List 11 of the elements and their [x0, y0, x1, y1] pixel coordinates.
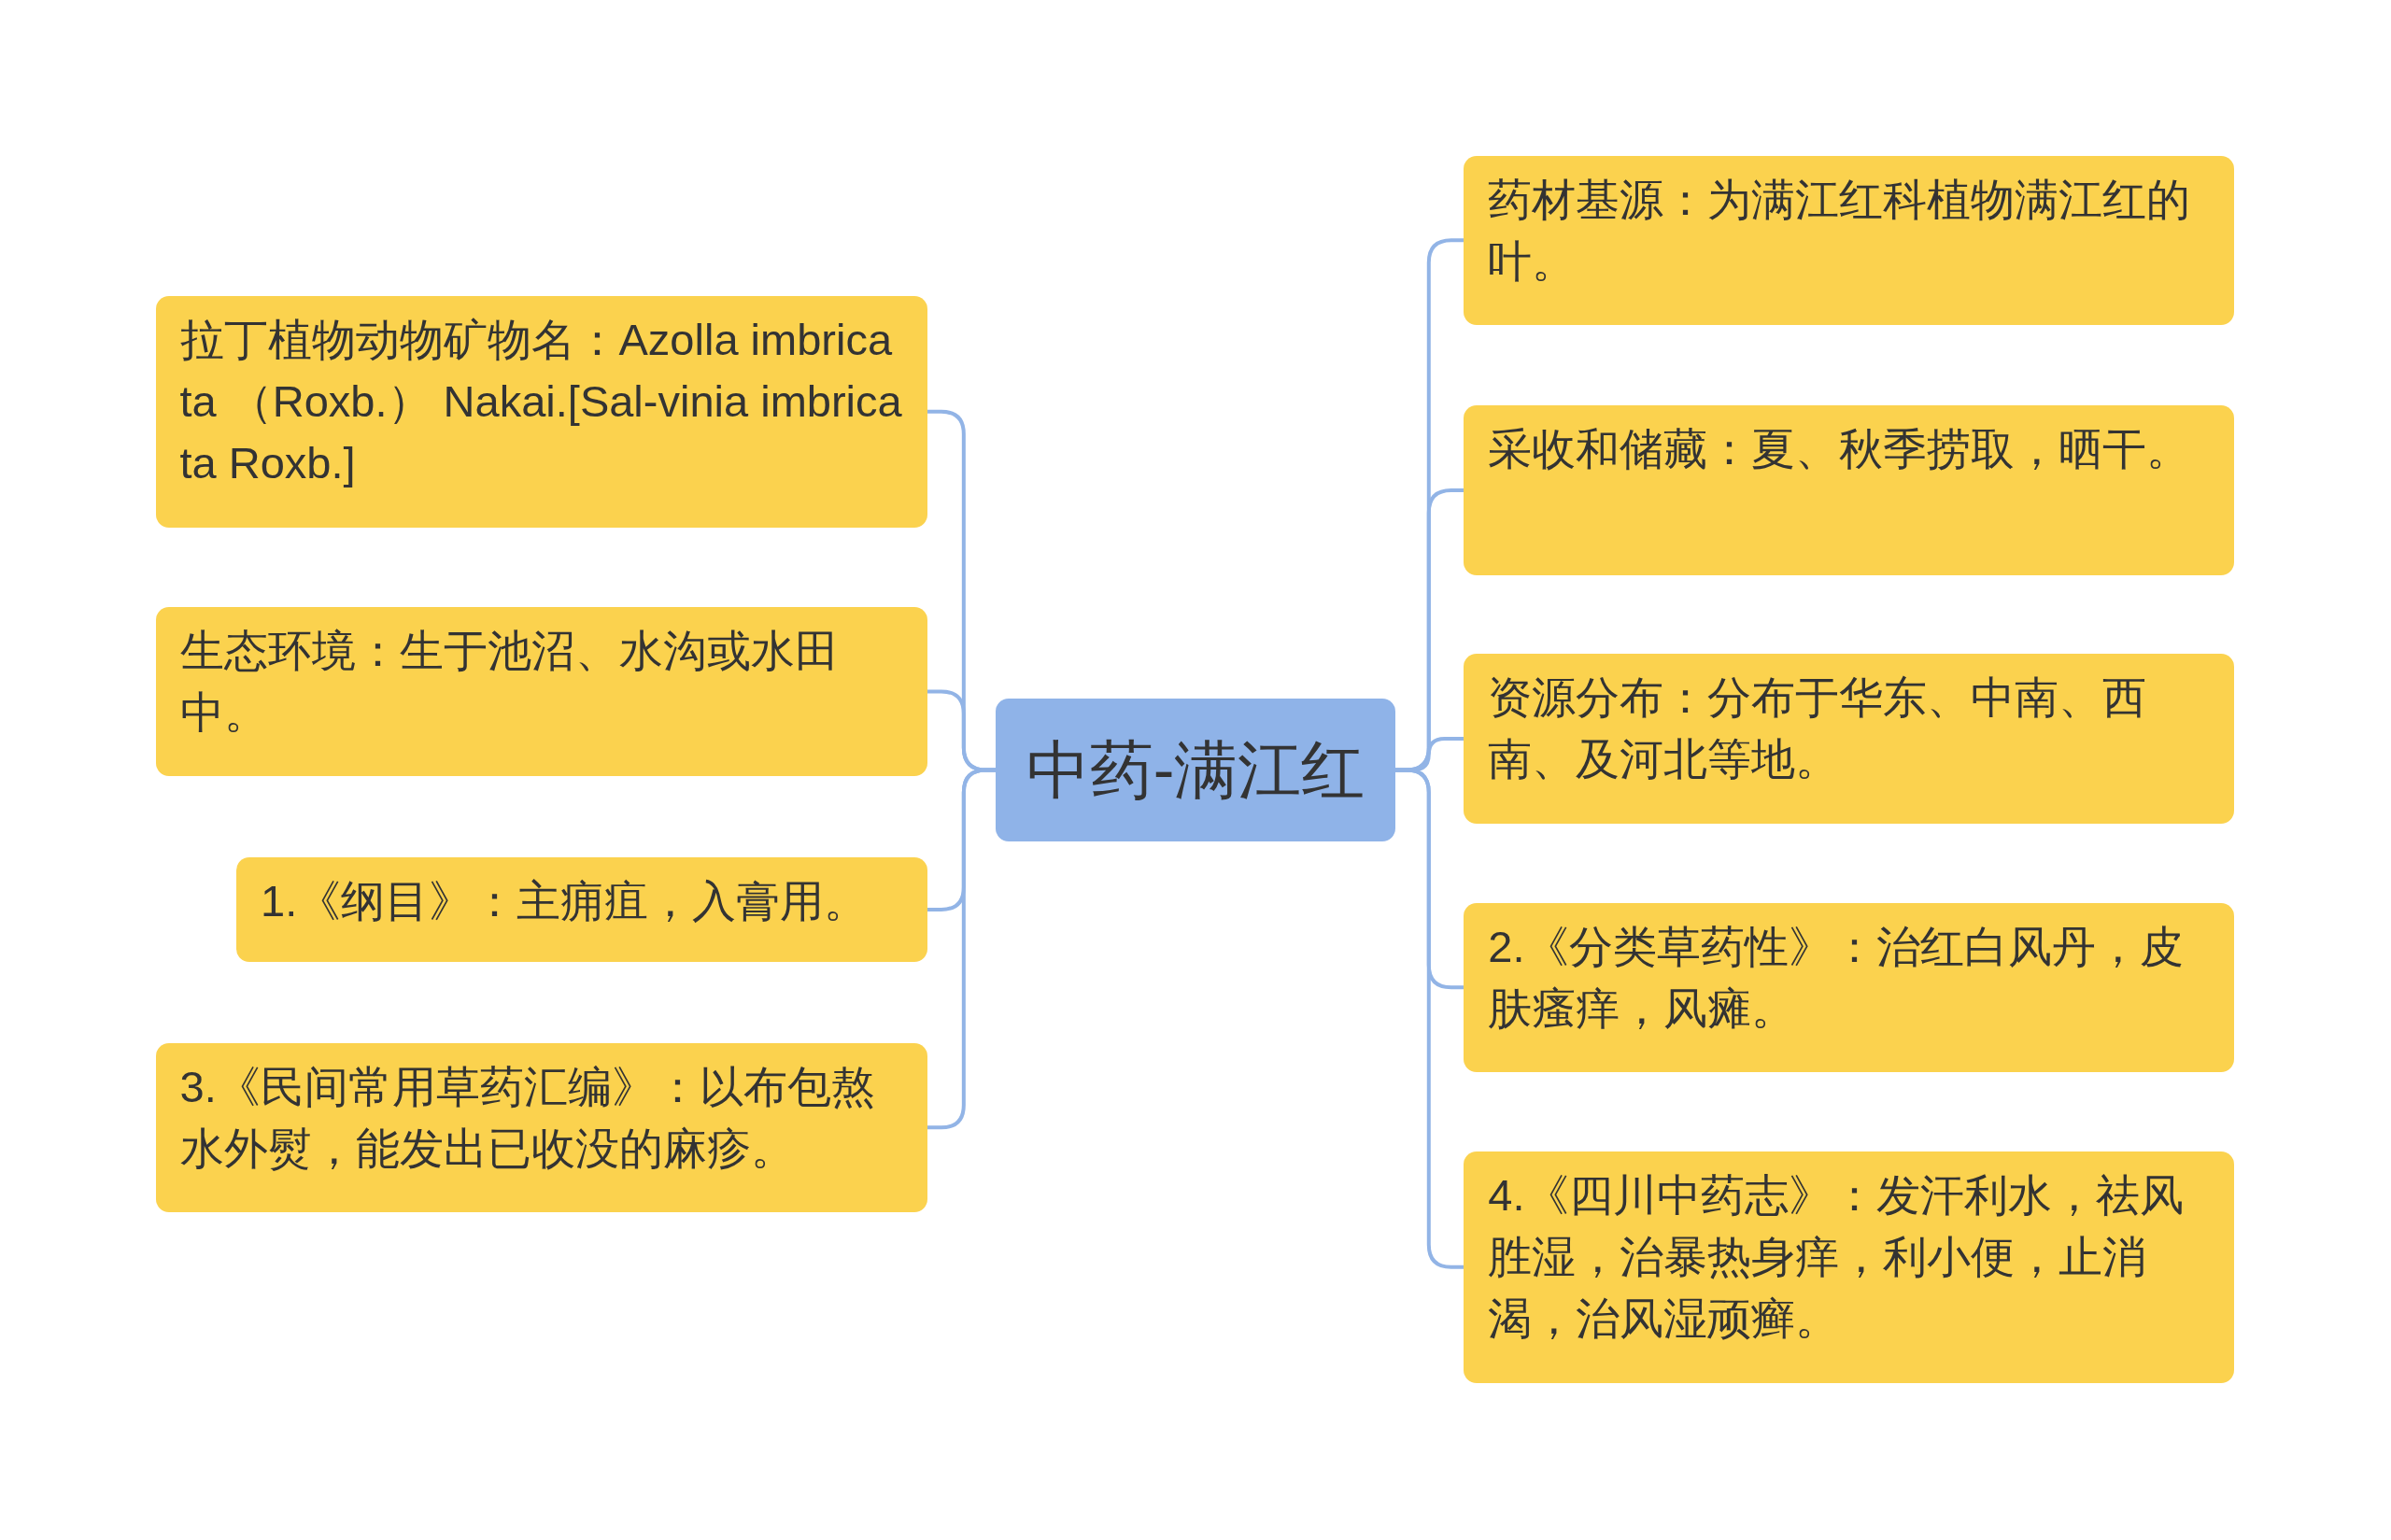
branch-box: 拉丁植物动物矿物名：Azolla imbricata （Roxb.） Nakai.[Sal-vinia imbricata Roxb.] — [155, 295, 927, 528]
branch-box: 生态环境：生于池沼、水沟或水田中。 — [155, 606, 927, 776]
branch-box: 3.《民间常用草药汇编》：以布包熬水外熨，能发出已收没的麻疹。 — [155, 1042, 927, 1212]
branch-box: 采收和储藏：夏、秋季捞取，晒干。 — [1464, 405, 2234, 575]
branch-box: 1.《纲目》：主痈疽，入膏用。 — [236, 856, 927, 963]
branch-box: 药材基源：为满江红科植物满江红的叶。 — [1464, 155, 2234, 325]
branch-box: 2.《分类草药性》：治红白风丹，皮肤瘙痒，风瘫。 — [1464, 902, 2234, 1072]
connector-line — [927, 768, 997, 1130]
branch-box: 资源分布：分布于华东、中南、西南、及河北等地。 — [1464, 654, 2234, 824]
topic-box: 中药-满江红 — [996, 698, 1395, 842]
branch-box: 4.《四川中药志》：发汗利水，祛风胜湿，治暴热身痒，利小便，止消渴，治风湿顽癣。 — [1464, 1151, 2234, 1383]
